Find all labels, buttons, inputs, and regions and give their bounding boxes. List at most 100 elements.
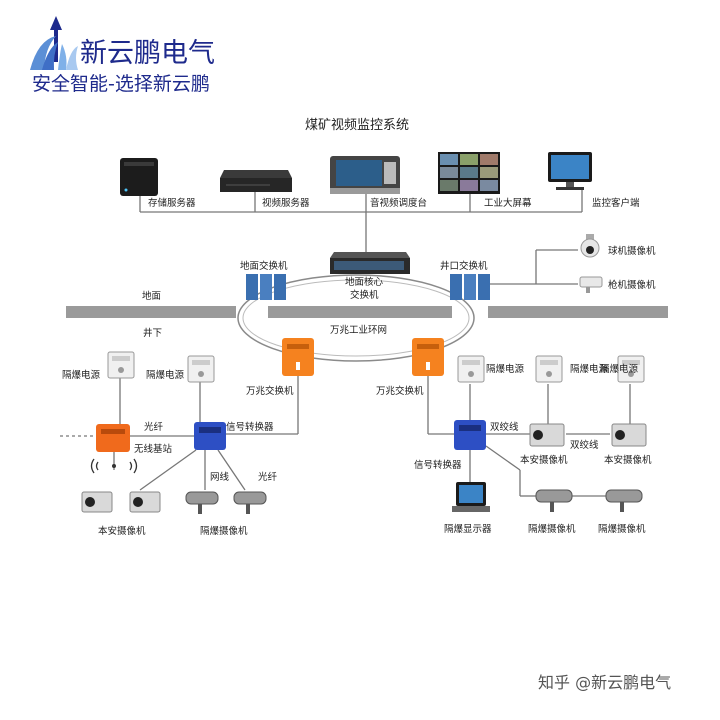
- power-supply-right-2: 隔爆电源: [535, 355, 609, 383]
- av-dispatch-console: 音视频调度台: [330, 156, 427, 209]
- storage-server: 存储服务器: [120, 158, 196, 209]
- power-supply-label: 隔爆电源: [62, 369, 101, 381]
- intrinsic-camera-label: 本安摄像机: [604, 454, 652, 466]
- rack-switch-icon: [330, 252, 410, 274]
- logo-brand-text: 新云鹏电气: [80, 38, 215, 69]
- power-supply-right-1: 隔爆电源: [457, 355, 525, 383]
- industrial-big-screen: 工业大屏幕: [438, 152, 532, 209]
- video-server-label: 视频服务器: [262, 197, 310, 209]
- cylinder-camera-icon: [233, 491, 267, 514]
- dome-camera: 球机摄像机: [580, 234, 656, 258]
- wireless-base-station: 光纤 无线基站: [90, 421, 173, 474]
- explosion-proof-box-icon: [282, 338, 314, 376]
- cylinder-camera-icon: [185, 491, 219, 514]
- power-supply-left-1: 隔爆电源: [62, 351, 135, 381]
- power-box-icon: [187, 355, 215, 383]
- power-supply-label: 隔爆电源: [600, 363, 639, 375]
- power-box-icon: [107, 351, 135, 379]
- logo-slogan-text: 安全智能-选择新云鹏: [32, 73, 210, 95]
- storage-server-icon: [120, 158, 158, 196]
- diagram-title: 煤矿视频监控系统: [305, 118, 409, 133]
- company-logo: 新云鹏电气 安全智能-选择新云鹏: [30, 16, 215, 95]
- wireless-base-label: 无线基站: [134, 443, 173, 455]
- ex-cameras-left: 隔爆摄像机: [185, 491, 267, 537]
- intrinsic-camera-right-2: 双绞线 本安摄像机: [570, 423, 652, 466]
- monitor-icon: [452, 482, 490, 512]
- wireless-signal-icon: [90, 458, 138, 474]
- fiber-left-label: 光纤: [144, 421, 164, 433]
- video-server-icon: [220, 170, 292, 192]
- intrinsic-camera-right-1: 双绞线 本安摄像机: [490, 421, 568, 466]
- power-supply-right-3: 隔爆电源: [600, 355, 645, 383]
- intrinsic-camera-label: 本安摄像机: [98, 525, 146, 537]
- shaft-switch: 井口交换机: [440, 260, 490, 300]
- av-dispatch-label: 音视频调度台: [370, 197, 427, 209]
- power-box-icon: [535, 355, 563, 383]
- power-supply-label: 隔爆电源: [570, 363, 609, 375]
- ring-network-label: 万兆工业环网: [330, 325, 387, 336]
- ex-camera-label: 隔爆摄像机: [200, 525, 248, 537]
- box-camera-icon: [129, 491, 161, 513]
- power-supply-left-2: 隔爆电源: [146, 355, 215, 383]
- monitor-client-label: 监控客户端: [592, 197, 640, 209]
- top-bus-lines: [139, 190, 583, 258]
- gigabit-switch-left: 万兆交换机: [246, 338, 314, 397]
- box-camera-icon: [529, 423, 565, 447]
- twisted-pair-label: 双绞线: [490, 421, 519, 433]
- bullet-camera-icon: [579, 276, 603, 293]
- zone-divider: [66, 306, 668, 318]
- ex-camera-right-2: 隔爆摄像机: [598, 489, 646, 535]
- ex-display-label: 隔爆显示器: [444, 523, 492, 535]
- left-branch-links: [60, 376, 299, 491]
- ground-switch-label: 地面交换机: [240, 260, 288, 272]
- ex-camera-right-1: 隔爆摄像机: [528, 489, 576, 535]
- ground-zone-label: 地面: [142, 290, 161, 302]
- watermark: 知乎 @新云鹏电气: [538, 673, 671, 692]
- signal-converter-icon: [194, 422, 226, 450]
- core-switch-label-2: 交换机: [350, 289, 379, 301]
- gigabit-switch-right: 万兆交换机: [376, 338, 444, 397]
- ex-camera-label: 隔爆摄像机: [528, 523, 576, 535]
- video-wall-icon: [438, 152, 500, 194]
- signal-converter-right: 信号转换器: [414, 420, 486, 471]
- explosion-proof-box-icon: [412, 338, 444, 376]
- intrinsic-cameras-left: 本安摄像机: [81, 491, 161, 537]
- bullet-camera: 枪机摄像机: [579, 276, 656, 293]
- fiber-bottom-label: 光纤: [258, 471, 278, 483]
- dispatch-console-icon: [330, 156, 400, 194]
- base-station-box-icon: [96, 424, 130, 452]
- cylinder-camera-icon: [605, 489, 643, 512]
- signal-converter-left: 信号转换器 网线 光纤: [194, 421, 278, 483]
- power-supply-label: 隔爆电源: [486, 363, 525, 375]
- shaft-switch-label: 井口交换机: [440, 260, 488, 272]
- network-cable-label: 网线: [210, 471, 230, 483]
- ground-switch: 地面交换机: [240, 260, 288, 300]
- signal-converter-icon: [454, 420, 486, 450]
- intrinsic-camera-label: 本安摄像机: [520, 454, 568, 466]
- box-camera-icon: [81, 491, 113, 513]
- cylinder-camera-icon: [535, 489, 573, 512]
- storage-server-label: 存储服务器: [148, 197, 196, 209]
- dome-camera-label: 球机摄像机: [608, 245, 656, 257]
- ex-camera-label: 隔爆摄像机: [598, 523, 646, 535]
- video-server: 视频服务器: [220, 170, 310, 209]
- power-box-icon: [617, 355, 645, 383]
- monitor-client: 监控客户端: [548, 152, 640, 209]
- signal-converter-right-label: 信号转换器: [414, 459, 462, 471]
- dome-camera-icon: [580, 234, 600, 258]
- right-branch-links: [427, 376, 631, 497]
- gigabit-switch-right-label: 万兆交换机: [376, 385, 424, 397]
- din-switch-icon: [450, 274, 490, 300]
- monitor-icon: [548, 152, 592, 190]
- shaft-camera-links: [490, 249, 578, 285]
- logo-mark-icon: [30, 16, 78, 70]
- twisted-pair-label: 双绞线: [570, 439, 599, 451]
- underground-zone-label: 井下: [143, 327, 162, 339]
- core-switch-label-1: 地面核心: [345, 276, 384, 288]
- ex-proof-display: 隔爆显示器: [444, 482, 492, 535]
- gigabit-switch-left-label: 万兆交换机: [246, 385, 294, 397]
- core-switch: 地面核心 交换机: [330, 252, 410, 301]
- signal-converter-left-label: 信号转换器: [226, 421, 274, 433]
- bullet-camera-label: 枪机摄像机: [608, 279, 656, 291]
- ring-network: [237, 274, 475, 362]
